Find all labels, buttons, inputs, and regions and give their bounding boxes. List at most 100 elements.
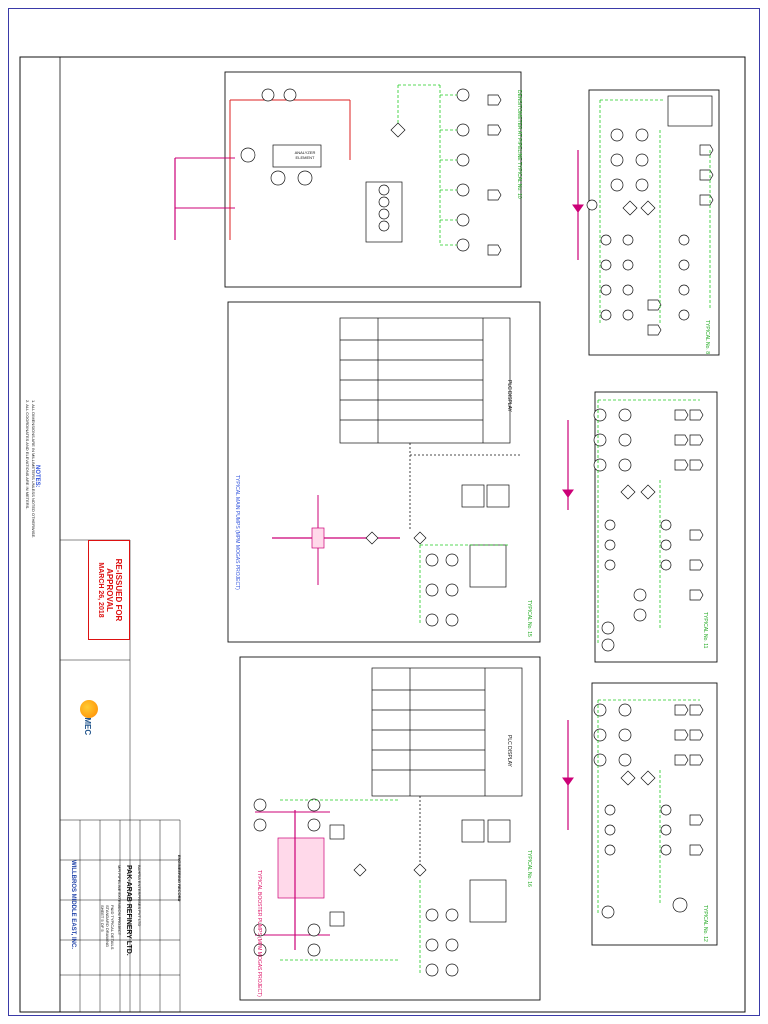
typical-8-diamond-b: [640, 200, 656, 216]
typical-15-box: [227, 301, 541, 643]
typical-12-label: TYPICAL No. 12: [702, 905, 708, 942]
stamp-line-3: MARCH 26, 2018: [97, 562, 104, 618]
typical-12-bubble-1: [593, 703, 607, 717]
analyzer-label: ANALYZER ELEMENT: [294, 150, 316, 160]
typical-11-label: TYPICAL No. 11: [702, 612, 708, 649]
typical-8-local-bubble-c-4: [678, 309, 690, 321]
typical-16-bubble-b-2: [445, 938, 459, 952]
engineering-record: ENGINEERING RECORD: [177, 855, 182, 902]
typical-8-valve: [572, 204, 584, 213]
plc-display-title-2: PLC DISPLAY: [506, 735, 512, 767]
typical-11-mcc-lower-3: [689, 589, 704, 601]
typical-8-local-bubble-b-4: [622, 309, 634, 321]
typical-16-lower-bubble-b-2: [307, 943, 321, 957]
typical-15-bubble-b-3: [445, 613, 459, 627]
note-1: 1. ALL DIMENSIONS ARE IN MILLIMETERS UNL…: [31, 400, 36, 539]
typical-10-status-bubble-6: [456, 238, 470, 252]
typical-12-mcc-3: [674, 754, 689, 766]
typical-16-bubble-3: [425, 963, 439, 977]
typical-8-mcc-lower-1: [647, 299, 662, 311]
typical-10-status-bubble-2: [456, 123, 470, 137]
densitometer-bubble-2: [378, 196, 390, 208]
typical-10-label: DENSITOMETER AT PIPELINE TYPICAL No. 10: [516, 90, 522, 199]
typical-11-bubble-b-3: [618, 458, 632, 472]
typical-8-valve-actuator: [586, 199, 598, 211]
typical-16-upper-bubble-b-1: [307, 798, 321, 812]
typical-8-local-bubble-1: [600, 234, 612, 246]
typical-8-bubble-b-2: [635, 153, 649, 167]
stamp-line-1: RE-ISSUED FOR: [114, 558, 123, 622]
typical-16-upper-bubble-1: [253, 798, 267, 812]
typical-15-auto-seq-box: [469, 544, 507, 588]
typical-8-bubble-b-1: [635, 128, 649, 142]
typical-11-mcc-1: [674, 409, 689, 421]
typical-11-pt-bubble-b: [601, 638, 615, 652]
typical-11-local-1: [604, 519, 616, 531]
typical-15-bubble-2: [425, 583, 439, 597]
typical-15-pump-body: [311, 527, 325, 549]
typical-15-mcc-box: [486, 484, 510, 508]
typical-11-mcc-2: [674, 434, 689, 446]
typical-16-transmitter-box: [329, 824, 345, 840]
typical-16-caption: TYPICAL BOOSTER PUMPS (MPM MOGAS PROJECT…: [256, 870, 262, 997]
typical-8-box: [588, 89, 720, 356]
typical-11-lower-bubble: [633, 588, 647, 602]
typical-12-local-2: [604, 824, 616, 836]
typical-10-bubble-b: [283, 88, 297, 102]
typical-8-local-bubble-2: [600, 259, 612, 271]
typical-8-diamond-a: [622, 200, 638, 216]
typical-8-label: TYPICAL No. 8: [704, 320, 710, 354]
typical-8-mcc-3: [699, 194, 714, 206]
typical-12-local-b-1: [660, 804, 672, 816]
typical-12-bubble-3: [593, 753, 607, 767]
typical-11-bubble-2: [593, 433, 607, 447]
typical-12-mcc-b-3: [689, 754, 704, 766]
typical-11-mcc-b-3: [689, 459, 704, 471]
typical-16-booster-pump: [277, 837, 325, 899]
typical-11-local-b-2: [660, 539, 672, 551]
typical-12-bubble-b-1: [618, 703, 632, 717]
typical-11-bubble-3: [593, 458, 607, 472]
typical-12-local-b-3: [660, 844, 672, 856]
typical-12-mcc-2: [674, 729, 689, 741]
typical-16-mcc-box: [487, 819, 511, 843]
services-name: BAHRIA ENTERPRISES PVT LTD: [137, 865, 142, 927]
typical-12-bubble-b-2: [618, 728, 632, 742]
typical-16-auto-seq-box: [469, 879, 507, 923]
typical-12-mcc-lower-1: [689, 814, 704, 826]
typical-16-lower-bubble-2: [253, 943, 267, 957]
typical-12-mcc-b-1: [689, 704, 704, 716]
densitometer-panel: [365, 181, 403, 243]
typical-10-mcc-4: [487, 244, 502, 256]
stamp-line-2: APPROVAL: [105, 568, 114, 612]
typical-11-box: [594, 391, 718, 663]
typical-16-motor-box: [461, 819, 485, 843]
typical-16-bubble-2: [425, 938, 439, 952]
typical-11-lower-bubble-b: [633, 608, 647, 622]
typical-15-label: TYPICAL No. 15: [526, 600, 532, 637]
typical-8-local-bubble-b-1: [622, 234, 634, 246]
typical-8-auto-sequence-box: [667, 95, 713, 127]
typical-11-local-2: [604, 539, 616, 551]
typical-15-diamond: [365, 531, 379, 545]
typical-16-upper-bubble-2: [253, 818, 267, 832]
typical-11-mcc-b-1: [689, 409, 704, 421]
typical-11-local-b-1: [660, 519, 672, 531]
typical-11-valve: [562, 489, 574, 498]
typical-10-mcc-1: [487, 94, 502, 106]
stamp: [88, 540, 130, 640]
typical-11-mcc-lower-1: [689, 529, 704, 541]
typical-8-local-bubble-b-3: [622, 284, 634, 296]
typical-10-mcc-3: [487, 189, 502, 201]
typical-15-diamond-b: [413, 531, 427, 545]
typical-10-box: [224, 71, 522, 288]
analyzer-pump-bubble: [240, 147, 256, 163]
typical-16-box: [239, 656, 541, 1001]
densitometer-bubble-3: [378, 208, 390, 220]
typical-15-bubble-3: [425, 613, 439, 627]
typical-10-status-bubble-5: [456, 213, 470, 227]
typical-12-box: [591, 682, 718, 946]
typical-16-diamond-b: [413, 863, 427, 877]
sheet-number: SHEET 5 OF 5: [100, 905, 105, 932]
typical-8-bubble-3: [610, 178, 624, 192]
